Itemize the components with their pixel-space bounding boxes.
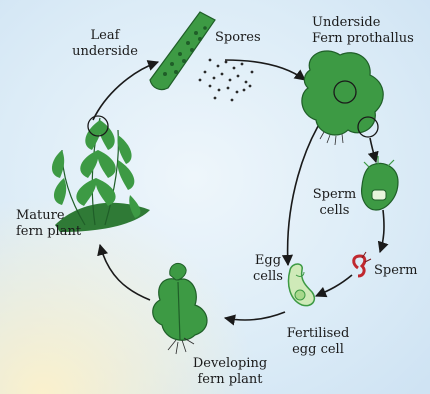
leaf-underside-illustration <box>150 12 215 90</box>
arrow-mature-to-leaf <box>93 62 158 120</box>
label-egg-cells-line2: cells <box>248 269 288 285</box>
label-sperm-cells: Sperm cells <box>307 187 362 219</box>
label-mature-line1: Mature <box>16 208 81 224</box>
arrow-prothallus-to-sperm-cells <box>370 138 376 162</box>
label-developing-plant: Developing fern plant <box>190 356 270 388</box>
label-sperm-cells-line1: Sperm <box>307 187 362 203</box>
label-developing-line1: Developing <box>190 356 270 372</box>
arrow-fertilised-to-developing <box>225 312 285 320</box>
sperm-cells-illustration <box>362 156 398 210</box>
label-spores: Spores <box>215 30 261 46</box>
label-developing-line2: fern plant <box>190 372 270 388</box>
label-leaf-underside-line2: underside <box>70 44 140 60</box>
label-egg-cells-line1: Egg <box>248 253 288 269</box>
label-prothallus-line1: Underside <box>312 15 414 31</box>
label-sperm: Sperm <box>374 263 417 279</box>
fertilised-egg-illustration <box>289 264 315 306</box>
label-mature-line2: fern plant <box>16 224 81 240</box>
label-leaf-underside-line1: Leaf <box>70 28 140 44</box>
developing-plant-illustration <box>153 263 207 354</box>
label-sperm-cells-line2: cells <box>307 203 362 219</box>
label-fertilised-line1: Fertilised <box>278 326 358 342</box>
spores-illustration <box>199 59 254 102</box>
label-prothallus-line2: Fern prothallus <box>312 31 414 47</box>
arrow-developing-to-mature <box>100 245 150 300</box>
sperm-illustration <box>354 252 371 276</box>
label-leaf-underside: Leaf underside <box>70 28 140 60</box>
arrow-leaf-to-spores <box>225 60 305 80</box>
prothallus-illustration <box>302 51 383 145</box>
label-egg-cells: Egg cells <box>248 253 288 285</box>
label-fertilised-egg: Fertilised egg cell <box>278 326 358 358</box>
label-fertilised-line2: egg cell <box>278 342 358 358</box>
arrow-cells-to-sperm <box>380 210 384 252</box>
label-underside-prothallus: Underside Fern prothallus <box>312 15 414 47</box>
label-mature-plant: Mature fern plant <box>16 208 81 240</box>
arrow-sperm-to-fertilised <box>316 275 352 296</box>
